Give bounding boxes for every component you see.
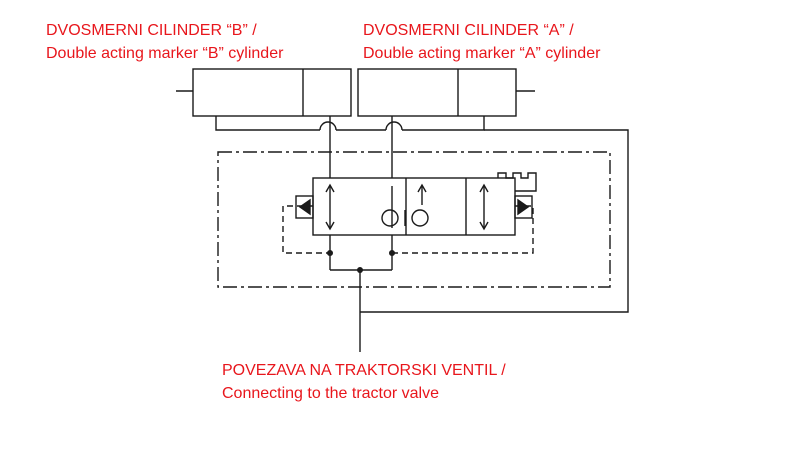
check-valve-right [411,209,429,227]
tractor-connection-label-line1: POVEZAVA NA TRAKTORSKI VENTIL / [222,362,506,379]
pilot-lines [282,205,534,254]
hydraulic-lines [215,116,629,352]
check-valve-left [381,209,399,227]
cylinder-b-label-line2: Double acting marker “B” cylinder [46,45,284,62]
cylinder-a-body [357,68,517,117]
tractor-connection-label-line2: Connecting to the tractor valve [222,385,440,402]
cylinder-a-label: DVOSMERNI CILINDER “A” / Double acting m… [363,19,600,65]
tractor-connection-label: POVEZAVA NA TRAKTORSKI VENTIL / Connecti… [222,359,506,405]
cylinder-b-label: DVOSMERNI CILINDER “B” / Double acting m… [46,19,283,65]
detent-mechanism [497,172,537,192]
cylinder-b [176,68,352,117]
cylinder-a-label-line1: DVOSMERNI CILINDER “A” / [363,22,574,39]
cylinder-a-label-line2: Double acting marker “A” cylinder [363,45,601,62]
cylinder-a [357,68,535,117]
left-actuator [295,195,314,219]
right-actuator [514,195,533,219]
cylinder-b-body [192,68,352,117]
cylinder-b-label-line1: DVOSMERNI CILINDER “B” / [46,22,257,39]
valve-block-outline [217,151,611,288]
directional-valve [312,177,516,236]
junction-dots [327,250,395,273]
